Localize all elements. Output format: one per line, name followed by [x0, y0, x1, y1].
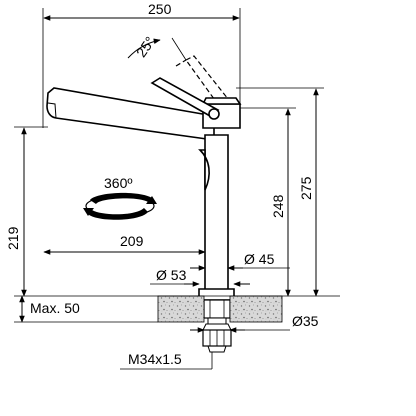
body-diameter-label: Ø 45 — [244, 251, 275, 267]
base-diameter-label: Ø 53 — [156, 267, 187, 283]
max-thickness-dimension: Max. 50 — [14, 295, 340, 323]
total-height-label: 275 — [298, 176, 314, 200]
faucet-body — [46, 77, 242, 301]
mounting-shank — [202, 299, 232, 353]
spout-reach-label: 209 — [120, 233, 144, 249]
hole-diameter-dimension: Ø35 — [190, 313, 319, 333]
rotation-label: 360º — [104, 175, 132, 191]
base-diameter-dimension: Ø 53 — [150, 267, 250, 287]
swivel-angle-label: 25° — [133, 34, 158, 61]
total-height-dimension: 275 — [236, 87, 324, 297]
hole-diameter-label: Ø35 — [292, 313, 319, 329]
thread-dimension: M34x1.5 — [120, 351, 213, 370]
clearance-height-label: 219 — [5, 226, 21, 250]
countertop-section — [157, 295, 283, 323]
clearance-height-dimension: 219 — [5, 126, 48, 297]
max-thickness-label: Max. 50 — [30, 300, 80, 316]
spout-height-label: 248 — [270, 194, 286, 218]
spout-reach-dimension: 209 — [43, 233, 206, 255]
total-width-label: 250 — [148, 1, 172, 17]
rotation-360-symbol: 360º — [83, 175, 157, 220]
body-diameter-dimension: Ø 45 — [190, 251, 290, 271]
total-width-dimension: 250 — [42, 1, 241, 128]
thread-label: M34x1.5 — [128, 351, 182, 367]
spout-height-dimension: 248 — [240, 107, 296, 297]
